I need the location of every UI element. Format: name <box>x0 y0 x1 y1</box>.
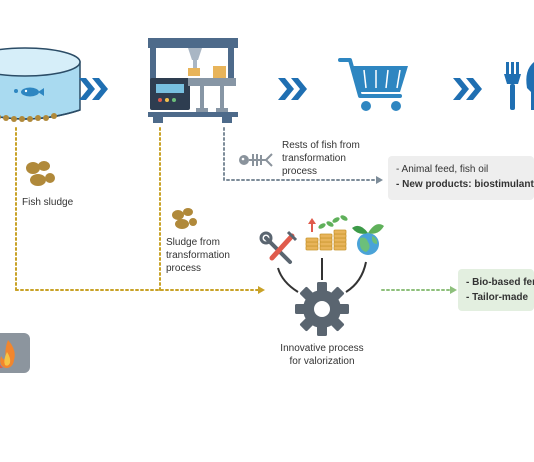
chevron-right-icon <box>79 78 108 100</box>
tools-icon <box>259 230 298 264</box>
innovative-process-label: Innovative process for valorization <box>280 343 364 367</box>
outputs-grey-box: - Animal feed, fish oil - New products: … <box>388 156 534 200</box>
factory-icon <box>148 38 238 123</box>
fish-sludge-label: Fish sludge <box>22 197 74 208</box>
sludge-blob-icon <box>26 161 55 186</box>
chevron-right-icon <box>278 78 307 100</box>
chevron-right-icon <box>453 78 482 100</box>
cutlery-icon <box>504 62 534 110</box>
globe-leaf-icon <box>352 224 384 255</box>
fish-skeleton-icon <box>239 153 273 167</box>
outputs-green-box: - Bio-based fertilizers - Tailor-made <box>458 269 534 311</box>
fire-icon <box>0 333 30 373</box>
shopping-cart-icon <box>338 58 408 111</box>
fish-tank-icon <box>0 47 81 122</box>
sludge-blob-icon <box>172 208 197 229</box>
rests-of-fish-label: Rests of fish from transformation proces… <box>282 140 360 177</box>
gear-icon <box>295 282 349 336</box>
coins-plants-icon <box>305 215 348 251</box>
sludge-transformation-label: Sludge from transformation process <box>166 237 230 274</box>
